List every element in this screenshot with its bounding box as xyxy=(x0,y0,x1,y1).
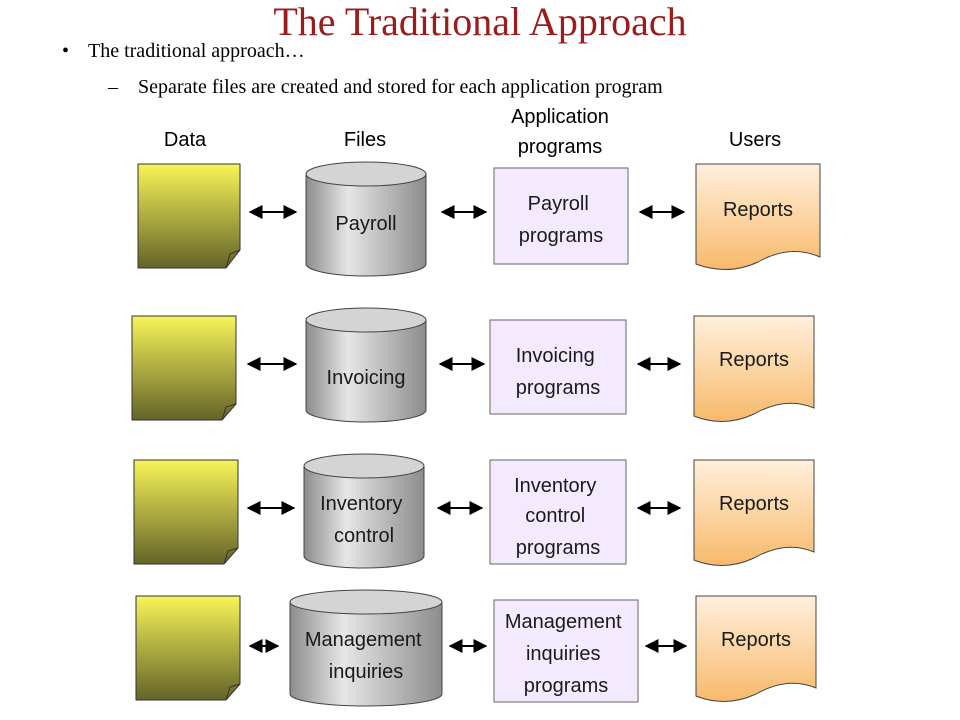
file-cylinder xyxy=(305,173,427,277)
data-document xyxy=(137,163,241,269)
report-document xyxy=(693,459,815,566)
data-document xyxy=(131,315,237,421)
header-application-programs: Application programs xyxy=(480,102,640,162)
sub-bullet-text: Separate files are created and stored fo… xyxy=(138,76,663,98)
report-document xyxy=(695,163,821,271)
header-application-line2: programs xyxy=(517,136,603,158)
header-users: Users xyxy=(728,129,782,151)
program-label: Management inquiries programs xyxy=(505,611,627,697)
report-label: Reports xyxy=(721,629,791,651)
data-document-fold xyxy=(221,403,237,421)
file-label: Payroll xyxy=(335,213,396,235)
file-cylinder xyxy=(305,319,427,423)
program-label: Invoicing programs xyxy=(516,345,601,399)
file-label: Management inquiries xyxy=(305,629,427,683)
program-box xyxy=(489,459,627,565)
file-cylinder-top xyxy=(305,161,427,187)
header-files: Files xyxy=(343,129,387,151)
file-label: Inventory control xyxy=(320,493,408,547)
header-application-line1: Application xyxy=(511,106,609,128)
slide-title: The Traditional Approach xyxy=(273,0,687,44)
file-cylinder xyxy=(289,601,443,707)
data-document-fold xyxy=(225,683,241,701)
file-cylinder xyxy=(303,465,425,569)
file-cylinder-top xyxy=(289,589,443,615)
file-cylinder-top xyxy=(303,453,425,479)
program-box xyxy=(493,599,639,703)
sub-bullet-1: –Separate files are created and stored f… xyxy=(108,76,663,99)
file-cylinder-top xyxy=(305,307,427,333)
data-document-fold xyxy=(223,547,239,565)
program-label: Inventory control programs xyxy=(514,475,602,559)
program-box xyxy=(493,167,629,265)
program-box xyxy=(489,319,627,415)
data-document-fold xyxy=(225,249,241,269)
report-label: Reports xyxy=(719,349,789,371)
data-document xyxy=(133,459,239,565)
report-document xyxy=(693,315,815,422)
bullet-1: • The traditional approach… xyxy=(62,40,305,63)
report-label: Reports xyxy=(723,199,793,221)
bullet-text: The traditional approach… xyxy=(88,40,305,62)
bullet-marker: • xyxy=(62,40,70,62)
report-label: Reports xyxy=(719,493,789,515)
data-document xyxy=(135,595,241,701)
file-label: Invoicing xyxy=(327,367,406,389)
header-data: Data xyxy=(163,129,207,151)
report-document xyxy=(695,595,817,702)
program-label: Payroll programs xyxy=(519,193,603,247)
sub-bullet-marker: – xyxy=(108,76,118,98)
